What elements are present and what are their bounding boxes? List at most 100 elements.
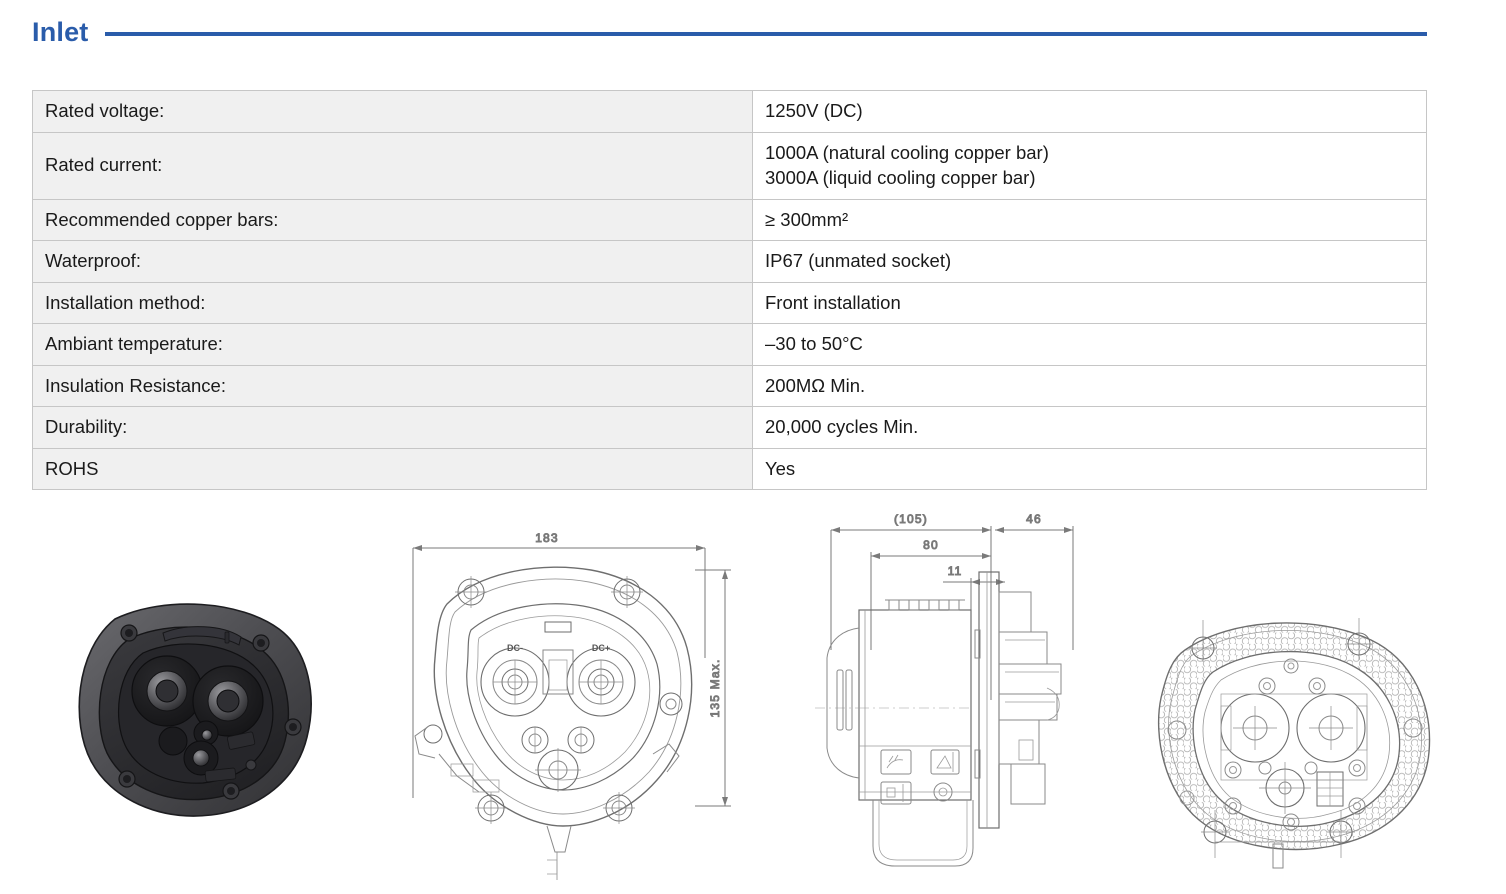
spec-value: Front installation [752, 281, 1427, 325]
dimension-overall-reference: (105) [830, 512, 992, 700]
spec-value: 20,000 cycles Min. [752, 406, 1427, 449]
render-dc-positive-pin-core [216, 689, 240, 713]
table-row: Ambiant temperature: –30 to 50°C [32, 323, 1427, 366]
rear-mounting-bosses [1167, 618, 1423, 858]
specifications-table: Rated voltage: 1250V (DC) Rated current:… [32, 90, 1427, 491]
table-row: Rated current: 1000A (natural cooling co… [32, 131, 1427, 200]
render-mounting-screws [118, 624, 302, 800]
rear-body-ring-inner [1202, 660, 1391, 819]
side-left-cover [826, 627, 860, 779]
specifications-table-body: Rated voltage: 1250V (DC) Rated current:… [32, 90, 1427, 491]
render-signal-bore-1 [158, 726, 188, 756]
rear-signal-header [1316, 771, 1344, 807]
rear-fasteners [1224, 658, 1366, 831]
side-marking-labels [880, 749, 960, 805]
spec-value: 1250V (DC) [752, 90, 1427, 133]
rear-terminal-plate [1220, 693, 1368, 781]
dimension-width: 183 [412, 531, 706, 798]
front-cavity-ring-outer [466, 603, 661, 791]
spec-value: –30 to 50°C [752, 323, 1427, 366]
side-rear-stack [998, 591, 1062, 805]
front-dc-negative-label: DC- [507, 643, 523, 653]
front-dc-positive-label: DC+ [592, 643, 610, 653]
spec-label: ROHS [32, 447, 753, 491]
inlet-rear-view-drawing [1145, 610, 1445, 870]
front-signal-pins [521, 726, 595, 792]
render-latch-detail [224, 631, 230, 644]
spec-label: Durability: [32, 406, 753, 449]
dimension-height: 135 Max. [695, 569, 731, 807]
page-title: Inlet [32, 16, 89, 47]
spec-label: Installation method: [32, 281, 753, 325]
spec-label: Waterproof: [32, 240, 753, 283]
spec-value: ≥ 300mm² [752, 198, 1427, 242]
spec-value-line: Yes [765, 457, 796, 479]
table-row: Waterproof: IP67 (unmated socket) [32, 240, 1427, 283]
front-latch-slot [542, 621, 574, 695]
section-header: Inlet [32, 10, 1427, 54]
front-body-outline-inner [445, 578, 682, 815]
dimension-height-label: 135 Max. [708, 659, 722, 718]
spec-value-line: Front installation [765, 291, 901, 313]
side-cable-loop-inner [878, 800, 968, 861]
rear-ground-stud [1259, 762, 1311, 814]
dimension-body-length-label: 80 [923, 538, 939, 552]
table-row: ROHS Yes [32, 447, 1427, 491]
spec-value-line: IP67 (unmated socket) [765, 250, 952, 272]
spec-value: 1000A (natural cooling copper bar) 3000A… [752, 131, 1427, 200]
side-cable-loop [872, 800, 974, 867]
inlet-front-view-drawing: 183 135 Max. [395, 508, 755, 888]
spec-value-line: 3000A (liquid cooling copper bar) [765, 167, 1036, 189]
spec-label: Rated voltage: [32, 90, 753, 133]
inlet-3d-render [55, 585, 345, 825]
side-top-fins [885, 599, 965, 611]
render-latch-rib [162, 626, 242, 646]
table-row: Recommended copper bars: ≥ 300mm² [32, 198, 1427, 242]
spec-value: IP67 (unmated socket) [752, 240, 1427, 283]
table-row: Durability: 20,000 cycles Min. [32, 406, 1427, 449]
spec-value: Yes [752, 447, 1427, 491]
side-flange-plate [978, 571, 1000, 829]
table-row: Installation method: Front installation [32, 281, 1427, 325]
render-marking-plaque-2 [204, 767, 237, 783]
front-left-bracket [414, 725, 500, 793]
spec-value: 200MΩ Min. [752, 364, 1427, 408]
marking-icon-hand [880, 749, 912, 775]
front-drain-spout [546, 825, 572, 880]
spec-value-line: 1000A (natural cooling copper bar) [765, 141, 1049, 163]
dimension-detail-label: 11 [948, 564, 963, 578]
spec-label: Insulation Resistance: [32, 364, 753, 408]
front-right-bracket [652, 743, 680, 773]
render-signal-pin-2 [201, 729, 213, 741]
spec-value-line: 200MΩ Min. [765, 374, 866, 396]
header-rule [104, 32, 1427, 36]
dimension-flange-depth: 46 [995, 512, 1074, 650]
dimension-detail: 11 [943, 564, 1005, 650]
render-dc-negative-pin-core [155, 679, 179, 703]
marking-icon-round [933, 782, 953, 802]
front-mounting-holes [423, 576, 683, 824]
spec-value-line: –30 to 50°C [765, 333, 863, 355]
front-dc-negative: DC- [480, 643, 550, 717]
inlet-side-view-drawing: (105) 46 [815, 500, 1115, 890]
spec-value-line: 20,000 cycles Min. [765, 416, 919, 438]
spec-value-line: ≥ 300mm² [765, 208, 849, 230]
drawings-strip: 183 135 Max. [0, 490, 1506, 894]
dimension-flange-depth-label: 46 [1026, 512, 1042, 526]
marking-icon-label [880, 781, 912, 805]
render-ground-pin [192, 749, 210, 767]
side-body [858, 609, 972, 801]
dimension-width-label: 183 [535, 531, 559, 545]
front-body-outline [433, 566, 693, 827]
table-row: Rated voltage: 1250V (DC) [32, 90, 1427, 133]
rear-drain-spout [1215, 841, 1341, 869]
dimension-body-length: 80 [870, 538, 991, 650]
spec-value-line: 1250V (DC) [765, 100, 863, 121]
front-cavity-ring-inner [476, 615, 651, 781]
table-row: Insulation Resistance: 200MΩ Min. [32, 364, 1427, 408]
dimension-overall-reference-label: (105) [894, 512, 928, 526]
spec-label: Rated current: [32, 131, 753, 200]
marking-icon-warning [930, 749, 960, 775]
spec-label: Recommended copper bars: [32, 198, 753, 242]
